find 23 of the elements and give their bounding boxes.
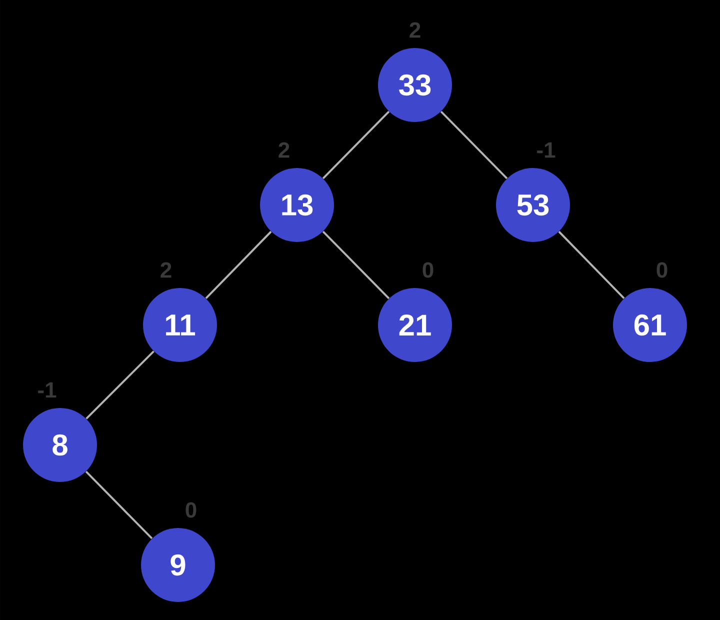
tree-edge [322,230,390,300]
tree-edge [205,230,272,300]
tree-edge [86,350,154,420]
balance-factor: -1 [537,142,556,158]
balance-factor: 0 [422,262,434,278]
tree-node: 53 [496,168,570,242]
balance-factor: 0 [656,262,668,278]
tree-node: 11 [143,288,217,362]
balance-factor: 0 [186,502,196,518]
balance-factor: 2 [278,142,290,158]
tree-edge [85,470,153,540]
tree-node: 21 [378,288,452,362]
balance-factor: 2 [160,262,172,278]
tree-node: 8 [23,408,97,482]
tree-node: 13 [260,168,334,242]
tree-node: 61 [613,288,687,362]
tree-edge [440,110,508,180]
tree-node: 9 [141,528,215,602]
balance-factor: 2 [410,22,420,38]
tree-edge [558,230,625,300]
tree-edge [322,110,390,180]
balance-factor: -1 [38,382,56,398]
tree-node: 33 [378,48,452,122]
